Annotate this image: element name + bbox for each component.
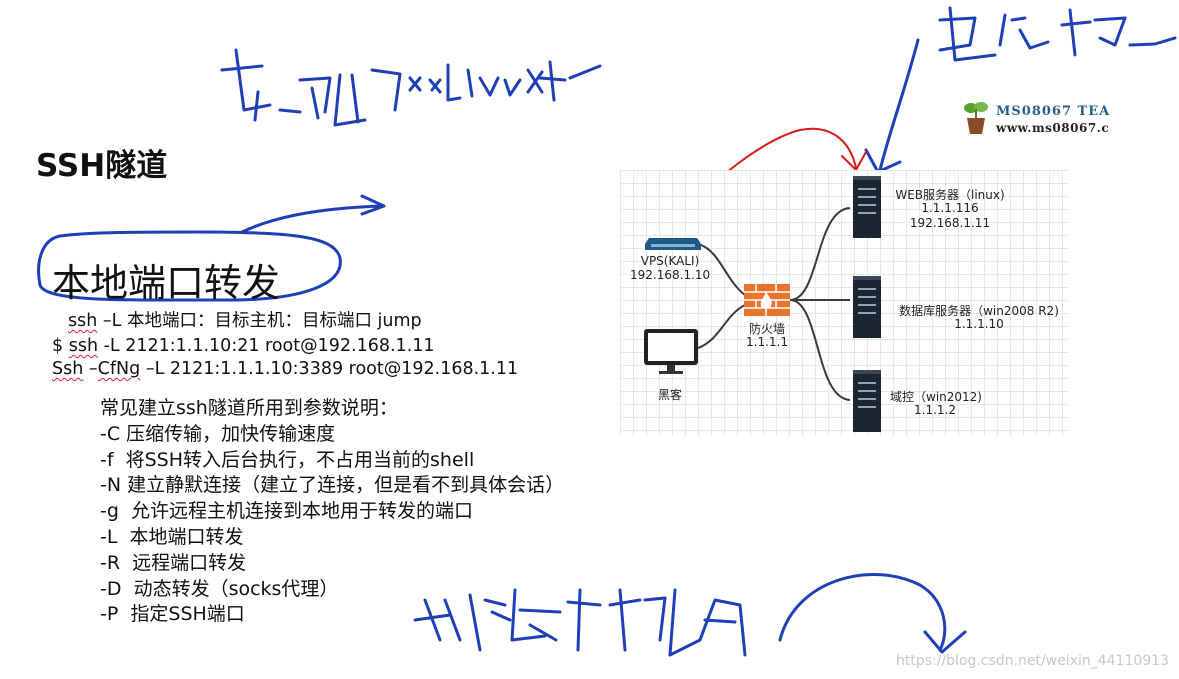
param-item: -L 本地端口转发: [100, 525, 244, 548]
param-item: -f 将SSH转入后台执行，不占用当前的shell: [100, 448, 475, 471]
domain-controller-ip: 1.1.1.2: [914, 403, 956, 417]
command-example-2-flags: CfNg: [97, 359, 141, 379]
hacker-label: 黑客: [657, 388, 682, 402]
command-example-2-rest: –L 2121:1.1.1.10:3389 root@192.168.1.11: [140, 359, 519, 379]
param-item: -C 压缩传输，加快传输速度: [100, 422, 336, 445]
firewall-ip: 1.1.1.1: [746, 335, 788, 349]
network-diagram: [620, 170, 1068, 436]
vps-name: VPS(KALI): [640, 254, 700, 268]
handwriting-top: [220, 48, 602, 127]
web-server-name: WEB服务器（linux): [895, 188, 1005, 202]
web-server-icon: [853, 176, 881, 242]
web-server-ip-internal: 192.168.1.11: [909, 216, 991, 230]
param-item: -P 指定SSH端口: [100, 603, 245, 626]
command-syntax-ssh: ssh: [68, 311, 98, 331]
vps-ip: 192.168.1.10: [630, 268, 711, 282]
firewall-icon: [744, 284, 790, 320]
command-syntax: ssh –L 本地端口：目标主机：目标端口 jump: [68, 309, 422, 333]
domain-controller-icon: [853, 370, 881, 436]
database-server-name: 数据库服务器（win2008 R2): [899, 304, 1059, 318]
command-example-1-ssh: ssh: [68, 336, 99, 356]
command-example-1: $ ssh -L 2121:1.1.10:21 root@192.168.1.1…: [52, 334, 435, 358]
param-item: -D 动态转发（socks代理）: [100, 577, 339, 600]
web-server-ip-public: 1.1.1.116: [921, 201, 979, 215]
vps-device-icon: [645, 236, 701, 258]
handwriting-top-right: [938, 6, 1177, 62]
command-example-2-dash: –: [83, 359, 98, 379]
command-example-1-prompt: $: [52, 336, 69, 356]
arrow-to-web-server: [864, 38, 920, 174]
network-connections: [697, 207, 851, 401]
handwriting-bottom: [413, 588, 747, 657]
param-item: -R 远程端口转发: [100, 551, 247, 574]
hacker-monitor-icon: [643, 328, 699, 380]
params-list: 常见建立ssh隧道所用到参数说明： -C 压缩传输，加快传输速度 -f 将SSH…: [100, 396, 564, 628]
firewall-name: 防火墙: [748, 322, 785, 336]
domain-controller-name: 域控（win2012): [890, 390, 982, 404]
database-server-icon: [853, 276, 881, 342]
bottom-curved-arrow: [778, 572, 967, 654]
plant-logo-icon: [962, 100, 990, 136]
heading-circle: [37, 230, 342, 302]
param-item: -N 建立静默连接（建立了连接，但是看不到具体会话）: [100, 474, 565, 497]
param-item: -g 允许远程主机连接到本地用于转发的端口: [100, 500, 473, 523]
page-title: SSH隧道: [36, 148, 168, 184]
command-syntax-rest: –L 本地端口：目标主机：目标端口 jump: [97, 311, 422, 331]
section-heading: 本地端口转发: [52, 261, 281, 305]
params-title: 常见建立ssh隧道所用到参数说明：: [100, 397, 398, 419]
command-example-1-rest: -L 2121:1.1.10:21 root@192.168.1.11: [98, 336, 435, 356]
logo-team-name: MS08067 TEA: [996, 104, 1111, 119]
logo-url: www.ms08067.c: [996, 121, 1110, 135]
command-example-2-ssh: Ssh: [52, 359, 84, 379]
heading-arrow: [240, 194, 386, 234]
watermark: https://blog.csdn.net/weixin_44110913: [895, 653, 1169, 669]
database-server-ip: 1.1.1.10: [954, 317, 1004, 331]
command-example-2: Ssh –CfNg –L 2121:1.1.1.10:3389 root@192…: [52, 357, 518, 381]
